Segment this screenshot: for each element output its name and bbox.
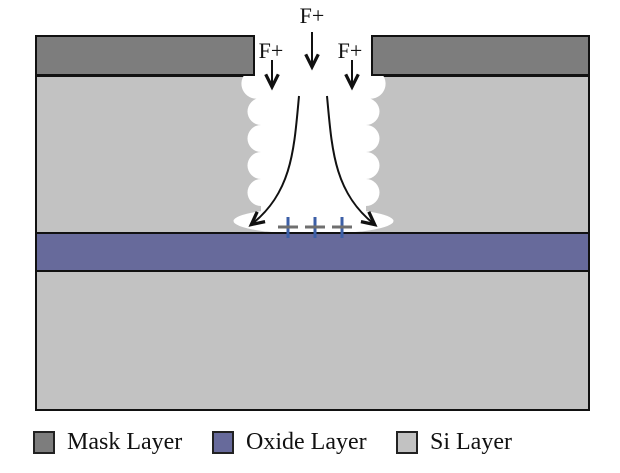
mask-layer-right xyxy=(371,35,590,76)
legend-item-mask-layer: Mask Layer xyxy=(33,428,182,456)
oxide-layer-swatch xyxy=(212,430,234,454)
legend-item-oxide-layer: Oxide Layer xyxy=(212,428,367,456)
etched-trench xyxy=(241,74,386,213)
deflected-ion-arrow-left xyxy=(252,95,300,224)
deflected-ion-arrow-right xyxy=(326,95,374,224)
ion-label-left: F+ xyxy=(259,38,284,63)
legend: Mask Layer Oxide Layer Si Layer xyxy=(0,428,620,458)
si-layer-swatch xyxy=(396,430,418,454)
legend-label-oxide: Oxide Layer xyxy=(246,429,367,455)
legend-label-mask: Mask Layer xyxy=(67,429,183,455)
ion-label-top: F+ xyxy=(300,3,325,28)
mask-layer-left xyxy=(35,35,255,76)
mask-layer-swatch xyxy=(33,430,55,454)
oxide-layer-band xyxy=(35,232,590,272)
legend-item-si-layer: Si Layer xyxy=(396,428,512,456)
diagram-canvas: F+ F+ F+ xyxy=(35,3,590,411)
legend-label-si: Si Layer xyxy=(430,429,512,455)
plus-icon xyxy=(305,217,325,238)
plus-icon xyxy=(278,217,298,238)
plus-icon xyxy=(332,217,352,238)
ion-label-right: F+ xyxy=(338,38,363,63)
